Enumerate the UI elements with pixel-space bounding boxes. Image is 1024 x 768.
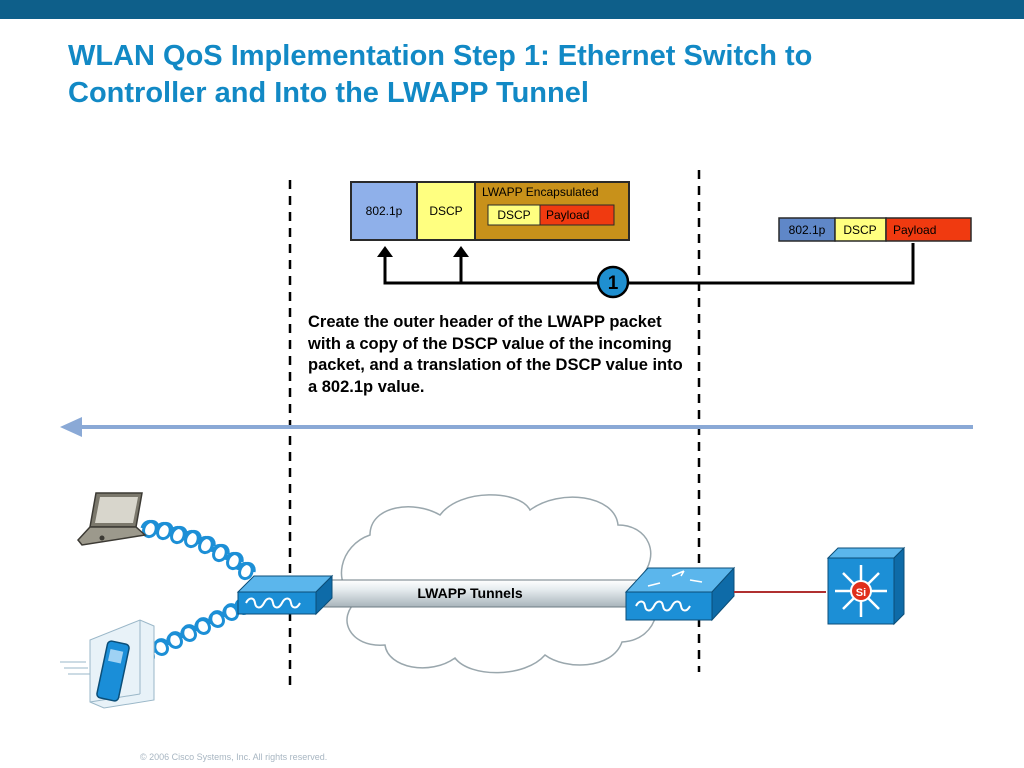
copyright-footer: © 2006 Cisco Systems, Inc. All rights re… — [140, 752, 328, 762]
incoming-payload-field — [885, 217, 972, 242]
callout-text: Create the outer header of the LWAPP pac… — [308, 313, 683, 396]
step-marker-number: 1 — [608, 273, 619, 294]
access-point-icon — [236, 574, 334, 616]
mapping-connector — [383, 243, 915, 285]
encap-dscp-field — [416, 181, 476, 241]
arrowhead-to-8021p — [377, 246, 393, 257]
arrowhead-to-dscp — [453, 246, 469, 257]
page-title-line-2: Controller and Into the LWAPP Tunnel — [68, 77, 589, 109]
laptop-icon — [77, 492, 147, 546]
inner-dscp-label: DSCP — [497, 208, 530, 222]
encap-lwapp-label: LWAPP Encapsulated — [482, 185, 599, 199]
page-title-line-1: WLAN QoS Implementation Step 1: Ethernet… — [68, 40, 813, 72]
incoming-8021p-label: 802.1p — [789, 223, 826, 237]
switch-si-label: Si — [856, 587, 866, 599]
step-marker-circle — [596, 265, 630, 299]
inner-payload-label: Payload — [546, 208, 589, 222]
wlan-controller-icon — [624, 566, 736, 622]
wireless-phone-icon — [60, 619, 155, 709]
lwapp-tunnel — [321, 579, 643, 608]
wireless-signal-waves-phone — [138, 597, 252, 664]
encapsulated-packet: 802.1p DSCP LWAPP Encapsulated DSCP Payl… — [350, 181, 630, 241]
incoming-payload-label: Payload — [893, 223, 936, 237]
page-title: WLAN QoS Implementation Step 1: Ethernet… — [68, 38, 988, 112]
encap-dscp-label: DSCP — [429, 204, 462, 218]
flow-arrowhead — [60, 417, 82, 437]
incoming-dscp-label: DSCP — [843, 223, 876, 237]
brand-bar — [0, 0, 1024, 19]
inner-payload-field — [539, 204, 615, 226]
incoming-packet: 802.1p DSCP Payload — [778, 217, 972, 242]
layer3-switch-icon: Si — [826, 546, 906, 626]
tunnel-label: LWAPP Tunnels — [417, 585, 522, 601]
wireless-signal-waves-laptop — [140, 520, 256, 580]
encap-8021p-label: 802.1p — [366, 204, 403, 218]
